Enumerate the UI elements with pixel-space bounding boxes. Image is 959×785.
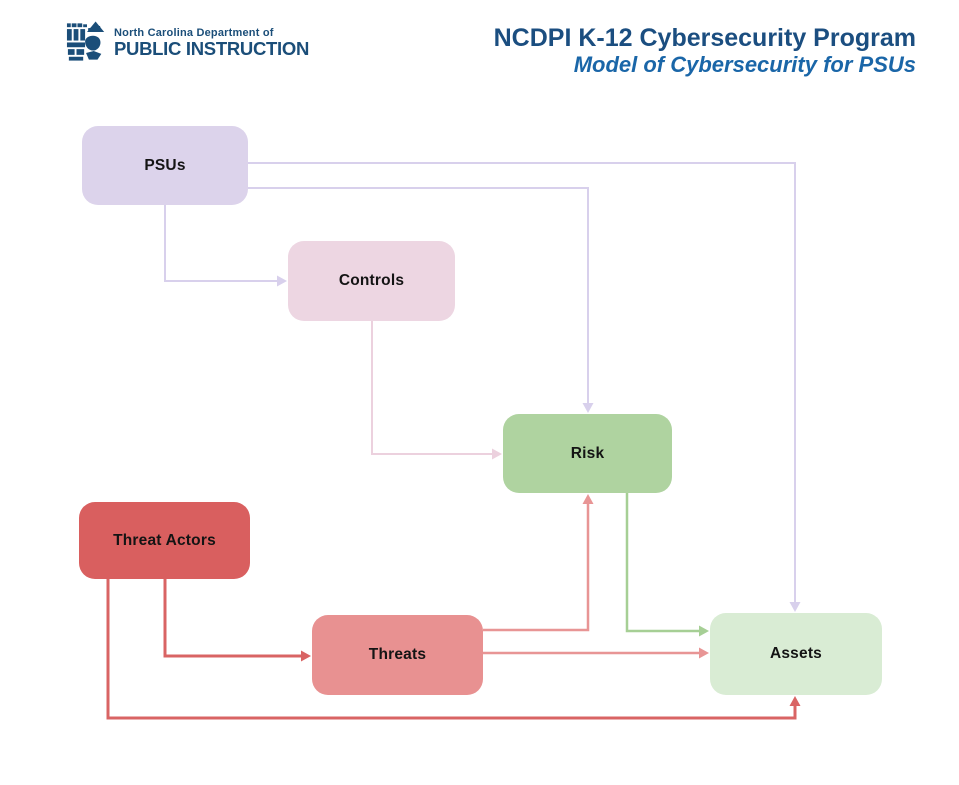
logo-department-line: North Carolina Department of [114, 27, 274, 39]
node-psus: PSUs [82, 126, 248, 205]
arrowhead-threat-actors-to-assets [789, 696, 801, 706]
arrowhead-threats-to-assets [699, 647, 709, 659]
node-controls: Controls [288, 241, 455, 321]
edge-psus-to-risk [248, 187, 589, 403]
node-threats: Threats [312, 615, 483, 695]
arrowhead-risk-to-assets [699, 625, 709, 637]
ncdpi-logo-text: North Carolina Department of PUBLIC INST… [114, 18, 309, 59]
edge-threats-to-risk [483, 504, 590, 632]
node-label-threat-actors: Threat Actors [113, 531, 216, 549]
node-label-psus: PSUs [144, 156, 186, 174]
node-label-assets: Assets [769, 645, 823, 662]
page-title: NCDPI K-12 Cybersecurity Program [493, 24, 916, 52]
edge-threat-actors-to-assets [106, 579, 797, 720]
arrowhead-psus-to-risk [582, 403, 594, 413]
node-label-threats: Threats [368, 646, 427, 663]
arrowhead-controls-to-risk [492, 448, 502, 460]
node-risk: Risk [503, 414, 672, 493]
ncdpi-logo: North Carolina Department of PUBLIC INST… [66, 18, 309, 65]
edge-controls-to-risk [371, 321, 492, 455]
arrowhead-threat-actors-to-threats [301, 650, 311, 662]
header-titles: NCDPI K-12 Cybersecurity Program Model o… [494, 24, 916, 78]
node-assets: Assets [710, 613, 882, 695]
arrowhead-psus-to-assets [789, 602, 801, 612]
edge-psus-to-controls [164, 205, 277, 282]
node-label-controls: Controls [338, 272, 405, 289]
arrowhead-threats-to-risk [582, 494, 594, 504]
node-label-risk: Risk [570, 444, 605, 462]
ncdpi-logo-icon [66, 21, 105, 61]
edge-risk-to-assets [625, 493, 699, 633]
node-threat-actors: Threat Actors [79, 502, 250, 579]
page-subtitle: Model of Cybersecurity for PSUs [573, 52, 916, 77]
edge-psus-to-assets [248, 162, 796, 602]
arrowhead-psus-to-controls [277, 275, 287, 287]
logo-public-instruction: PUBLIC INSTRUCTION [114, 38, 310, 59]
edge-threat-actors-to-threats [163, 579, 301, 658]
